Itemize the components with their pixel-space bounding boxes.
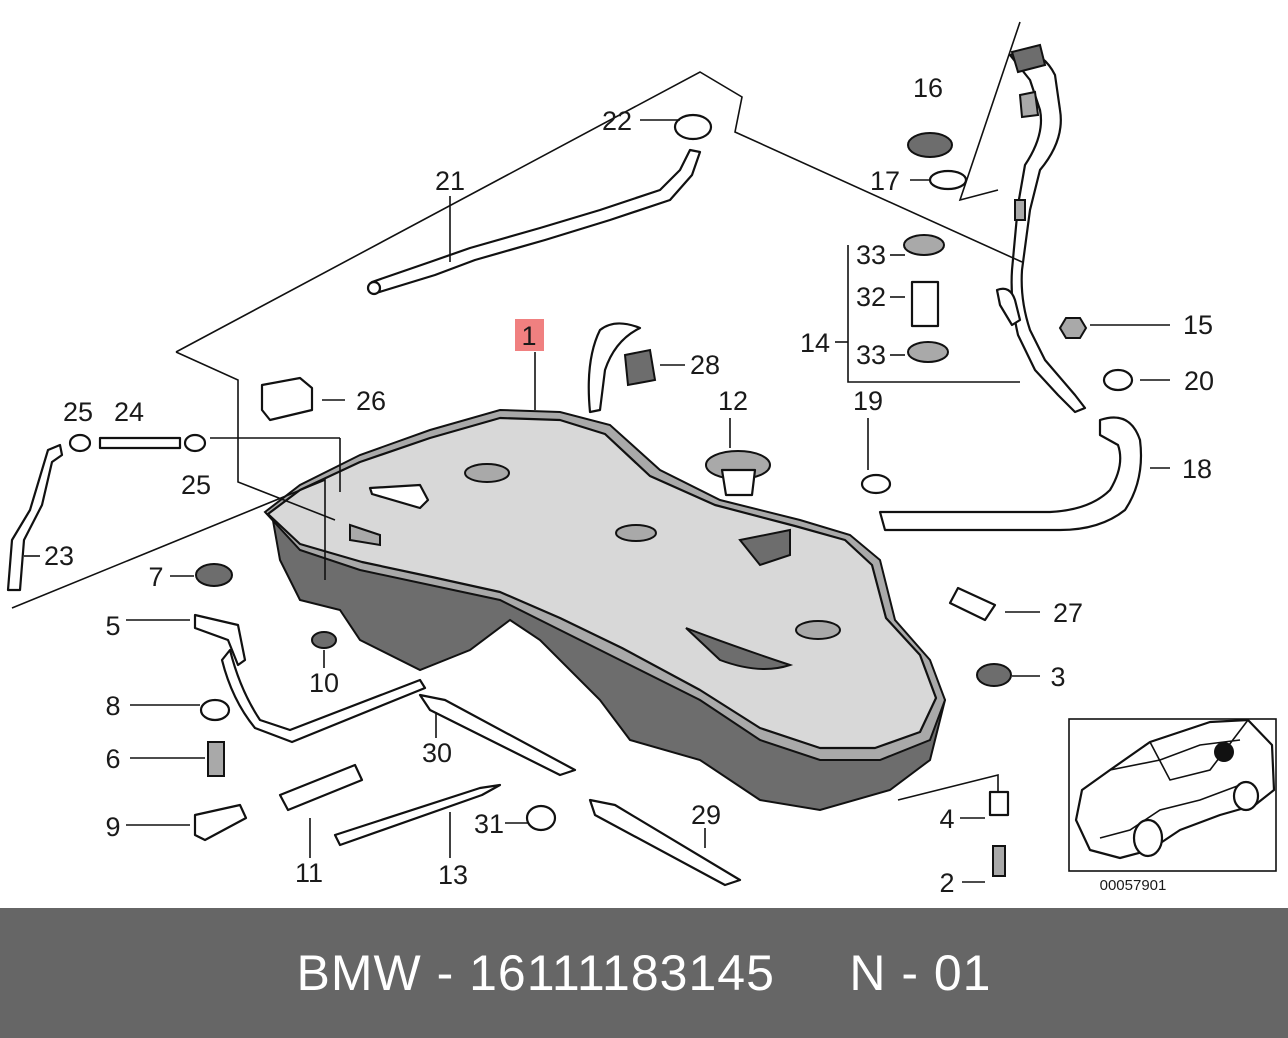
part-label: 1 [521,321,536,351]
part-label: 10 [309,668,339,698]
part-label: 27 [1053,598,1083,628]
fill-hose [878,416,1143,532]
highlight-box [515,319,544,351]
group-outline [175,71,1023,353]
part-label: 30 [422,738,452,768]
pad [278,763,364,812]
footer-banner: BMW - 16111183145 N - 01 [0,908,1288,1038]
part-number-text: BMW - 16111183145 N - 01 [296,945,992,1001]
buffer-block [260,376,314,422]
part-label: 12 [718,386,748,416]
filler-neck [995,43,1087,414]
fuel-tank [263,408,947,812]
hose-clamp [903,234,945,256]
group-outline [175,351,336,521]
seal-ring [907,132,953,158]
leader-lines [24,119,1170,883]
part-label: 21 [435,166,465,196]
hose-clamp [1102,368,1134,392]
part-label: 6 [105,744,120,774]
heat-shield-strip [588,798,742,887]
inset-code: 00057901 [1100,877,1167,894]
bolt [992,845,1006,877]
part-label: 25 [63,397,93,427]
part-label: 9 [105,812,120,842]
connector-tube [910,280,940,328]
exploded-parts-diagram: 1 2 3 4 5 6 7 8 9 10 11 12 13 14 15 16 1… [6,21,1277,898]
part-label: 18 [1182,454,1212,484]
o-ring [928,169,968,191]
part-label: 29 [691,800,721,830]
part-label: 24 [114,397,144,427]
left-hose-assembly [6,433,430,592]
part-label: 3 [1050,662,1065,692]
part-label: 7 [148,562,163,592]
group-outline [897,773,999,801]
vent-line [366,113,713,296]
rubber-mount [976,663,1012,687]
mounting-hardware-left [193,563,427,842]
grommet-cap [705,450,771,497]
part-label: 23 [44,541,74,571]
part-label: 26 [356,386,386,416]
tank-strap-bracket [587,322,657,414]
part-label: 16 [913,73,943,103]
part-label: 15 [1183,310,1213,340]
heat-shield-strip [418,693,577,777]
group-outline [958,21,1021,202]
part-label: 2 [939,868,954,898]
part-label: 33 [856,340,886,370]
part-label: 8 [105,691,120,721]
vehicle-inset: 00057901 [1068,718,1277,894]
sleeve [948,586,997,622]
sleeve-nut [988,790,1010,817]
cable-tie [333,783,502,847]
part-label: 32 [856,282,886,312]
hose-clamp [907,341,949,363]
part-label: 13 [438,860,468,890]
part-label: 5 [105,611,120,641]
part-labels: 1 2 3 4 5 6 7 8 9 10 11 12 13 14 15 16 1… [44,73,1214,898]
group-outline [11,478,326,609]
part-label: 33 [856,240,886,270]
hose-clip [860,473,892,495]
part-label: 4 [939,804,954,834]
part-label: 19 [853,386,883,416]
part-label: 25 [181,470,211,500]
nut [1058,317,1088,339]
part-label: 17 [870,166,900,196]
part-label: 31 [474,809,504,839]
part-label: 14 [800,328,830,358]
part-label: 22 [602,106,632,136]
rubber-mount [525,804,557,832]
part-label: 20 [1184,366,1214,396]
part-label: 11 [295,858,323,888]
part-label: 28 [690,350,720,380]
bracket-14 [847,245,1020,383]
